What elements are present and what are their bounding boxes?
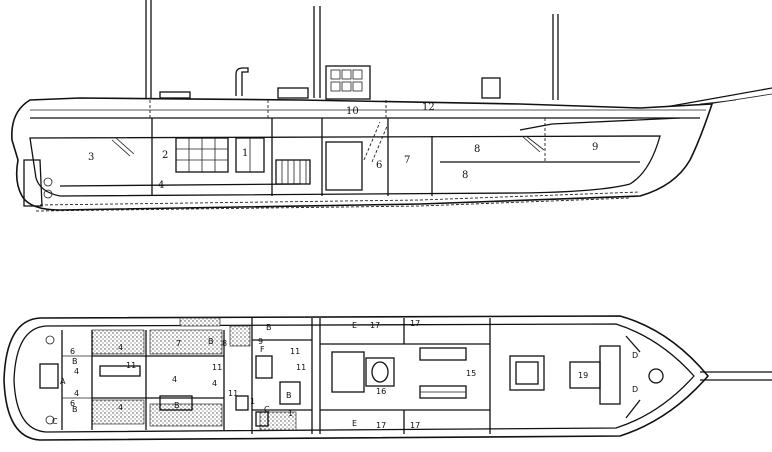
plan-label-19: 19: [578, 371, 588, 380]
plan-label-7: 7: [176, 339, 181, 348]
plan-label-B-2: B: [72, 405, 78, 414]
plan-label-B-6: B: [286, 391, 292, 400]
deck-plan-view: A B B B B B B C C D D E E F 1 1 4 4 4 4 …: [3, 315, 772, 441]
plan-label-17-4: 17: [410, 421, 420, 430]
profile-label-8-upper: 8: [474, 144, 480, 155]
plan-label-9: 9: [258, 337, 263, 346]
plan-label-17-2: 17: [410, 319, 420, 328]
skylight: [277, 87, 309, 99]
profile-label-1: 1: [242, 148, 248, 159]
plan-label-D-1: D: [632, 351, 638, 360]
plan-label-B-5: B: [266, 323, 272, 332]
plan-label-4-4: 4: [74, 367, 79, 376]
profile-label-2: 2: [162, 150, 168, 161]
funnel: [235, 67, 249, 96]
plan-label-16: 16: [376, 387, 386, 396]
plan-label-11-3: 11: [228, 389, 238, 398]
plan-label-6-1: 6: [70, 347, 75, 356]
profile-label-4: 4: [158, 180, 164, 191]
plan-label-B-1: B: [72, 357, 78, 366]
dotted-zones: [91, 317, 297, 431]
profile-label-6: 6: [376, 160, 382, 171]
rudder: [23, 159, 43, 207]
hatch-small: [481, 77, 501, 99]
plan-label-B-4: B: [208, 337, 214, 346]
plan-label-15: 15: [466, 369, 476, 378]
profile-label-7: 7: [404, 155, 410, 166]
plan-label-4-3: 4: [172, 375, 177, 384]
profile-label-12: 12: [422, 102, 435, 113]
plan-label-1-1: 1: [250, 397, 255, 406]
profile-label-3: 3: [88, 152, 94, 163]
plan-label-4-2: 4: [118, 403, 123, 412]
plan-label-17-3: 17: [376, 421, 386, 430]
plan-label-A: A: [60, 377, 66, 386]
forward-area: [319, 318, 664, 434]
profile-label-9: 9: [592, 142, 598, 153]
plan-label-11-1: 11: [126, 361, 136, 370]
profile-label-10: 10: [346, 106, 359, 117]
plan-label-D-2: D: [632, 385, 638, 394]
cabin-grid: [175, 137, 265, 173]
deck-house: [325, 65, 371, 100]
plan-label-E-1: E: [352, 321, 357, 330]
plan-label-E-2: E: [352, 419, 357, 428]
plan-label-4-6: 4: [212, 379, 217, 388]
plan-label-11-4: 11: [290, 347, 300, 356]
plan-label-6-2: 6: [70, 399, 75, 408]
aft-cabins: [39, 318, 313, 434]
plan-label-4-1: 4: [118, 343, 123, 352]
aft-deck-box: [159, 91, 191, 99]
plan-label-17-1: 17: [370, 321, 380, 330]
plan-label-C-2: C: [52, 417, 58, 426]
plan-label-1-2: 1: [288, 409, 293, 418]
profile-view: 1 2 3 4 6 7 8 8 9 10 12: [11, 0, 772, 212]
plan-label-C-1: C: [264, 405, 270, 414]
plan-label-B-3: B: [174, 401, 180, 410]
profile-label-8-lower: 8: [462, 170, 468, 181]
plan-label-11-2: 11: [212, 363, 222, 372]
plan-label-4-5: 4: [74, 389, 79, 398]
hold-box: [325, 141, 363, 191]
plan-label-F: F: [260, 345, 265, 354]
plan-label-11-5: 11: [296, 363, 306, 372]
masts: [145, 0, 559, 100]
plan-label-8: 8: [222, 339, 227, 348]
